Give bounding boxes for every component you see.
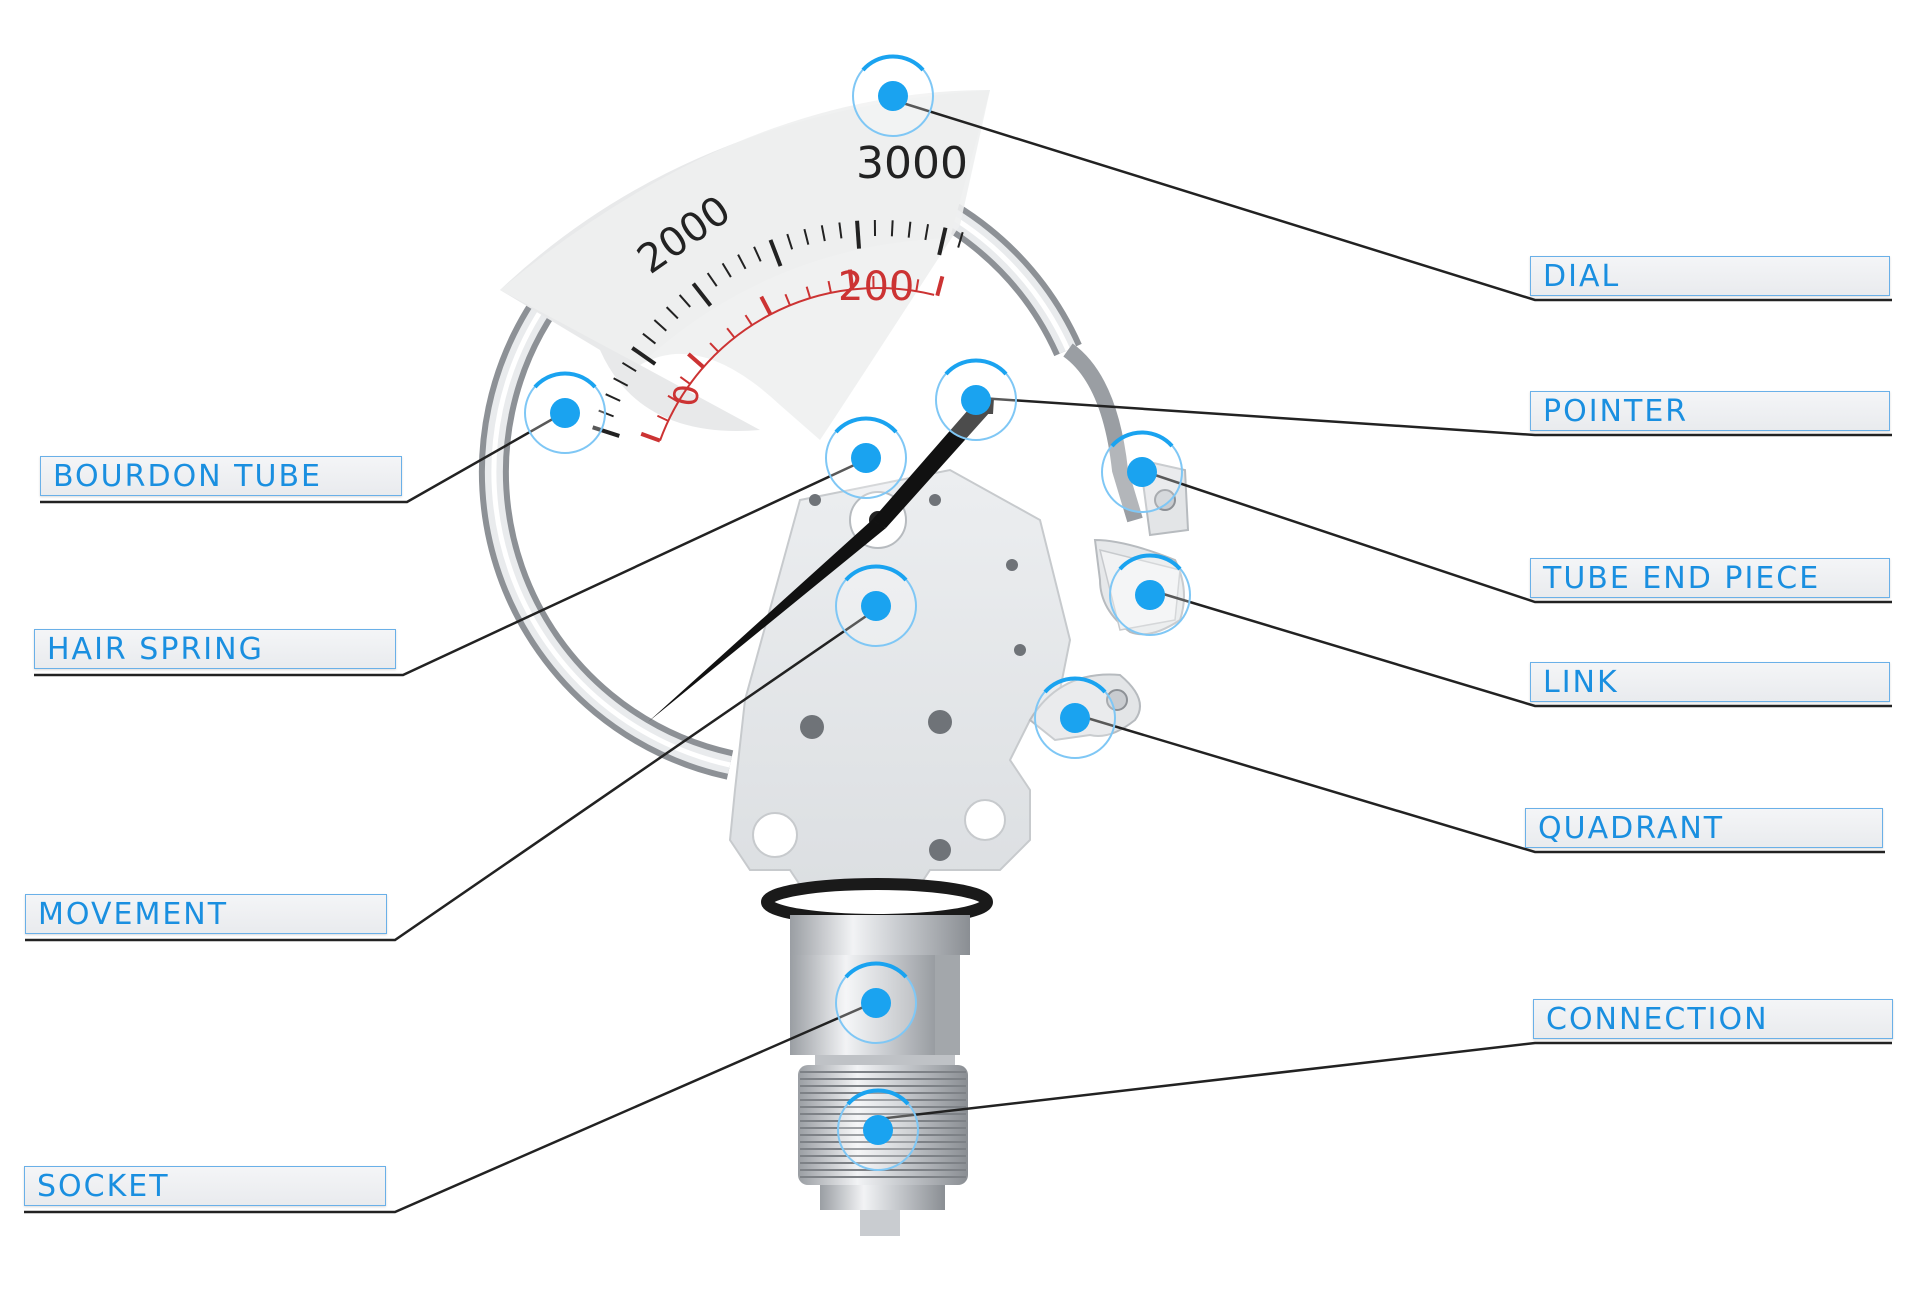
inner-tick — [667, 394, 679, 403]
inner-tick — [784, 293, 791, 306]
outer-tick — [653, 319, 667, 332]
inner-tick — [759, 295, 773, 316]
movement-plate — [728, 468, 1072, 886]
label-tube-end-piece-text: TUBE END PIECE — [1543, 560, 1821, 596]
marker-movement — [835, 564, 917, 647]
dial-tick-marks — [592, 220, 964, 443]
threaded-connection — [798, 1065, 968, 1236]
outer-tick — [907, 221, 912, 238]
leader-line-bourdon-tube — [40, 410, 566, 504]
outer-tick — [820, 225, 826, 242]
inner-tick — [656, 414, 669, 422]
marker-bourdon-tube — [524, 371, 606, 454]
outer-tick — [665, 306, 679, 320]
outer-tick — [621, 361, 637, 373]
inner-tick — [679, 376, 691, 385]
outer-tick — [803, 228, 810, 245]
outer-tick — [706, 272, 718, 287]
dial-scale-label-200: 200 — [838, 264, 914, 310]
label-bourdon-tube: BOURDON TUBE — [40, 456, 402, 496]
outer-tick — [737, 254, 747, 270]
label-movement: MOVEMENT — [25, 894, 387, 934]
gasket-ring — [761, 878, 993, 926]
leader-line-hair-spring — [34, 458, 866, 677]
marker-socket — [835, 961, 917, 1044]
outer-tick — [592, 425, 620, 438]
marker-hair-spring — [825, 416, 907, 499]
outer-tick — [598, 409, 614, 418]
outer-tick — [642, 332, 657, 345]
outer-tick — [838, 222, 843, 239]
outer-tick — [678, 294, 691, 308]
outer-tick — [768, 239, 783, 267]
inner-tick — [726, 327, 736, 339]
outer-tick — [937, 227, 948, 256]
marker-quadrant — [1034, 676, 1116, 759]
inner-tick — [893, 276, 897, 289]
outer-tick — [924, 224, 930, 241]
label-pointer-text: POINTER — [1543, 393, 1689, 429]
outer-tick — [786, 233, 794, 250]
outer-tick — [721, 262, 732, 278]
outer-tick — [631, 346, 657, 366]
leader-line-link — [1149, 588, 1892, 708]
inner-tick — [915, 279, 920, 292]
label-movement-text: MOVEMENT — [38, 896, 229, 932]
inner-tick — [744, 314, 753, 326]
leader-line-quadrant — [1076, 713, 1885, 854]
marker-dial — [852, 54, 934, 137]
inner-tick — [687, 352, 705, 369]
leader-lines — [24, 98, 1892, 1214]
label-hair-spring-text: HAIR SPRING — [47, 631, 264, 667]
dial-scale-label-3000: 3000 — [856, 138, 968, 189]
marker-connection — [837, 1088, 919, 1171]
dial-face — [500, 90, 990, 440]
outer-tick — [753, 246, 762, 262]
label-dial: DIAL — [1530, 256, 1890, 296]
callout-markers — [524, 54, 1191, 1171]
outer-tick — [613, 377, 629, 387]
inner-tick — [805, 286, 812, 299]
marker-tube-end-piece — [1101, 430, 1183, 513]
label-pointer: POINTER — [1530, 391, 1890, 431]
inner-tick — [640, 431, 661, 443]
leader-line-movement — [25, 608, 876, 942]
label-tube-end-piece: TUBE END PIECE — [1530, 558, 1890, 598]
label-hair-spring: HAIR SPRING — [34, 629, 396, 669]
inner-tick — [827, 280, 832, 294]
leader-line-pointer — [979, 396, 1892, 437]
leader-line-socket — [24, 1000, 876, 1214]
label-link-text: LINK — [1543, 664, 1619, 700]
label-link: LINK — [1530, 662, 1890, 702]
inner-tick — [847, 269, 855, 290]
outer-tick — [691, 282, 713, 307]
label-socket-text: SOCKET — [37, 1168, 170, 1204]
outer-tick — [605, 393, 621, 402]
leader-line-connection — [869, 1041, 1892, 1122]
outer-tick — [855, 220, 862, 249]
marker-pointer — [935, 358, 1017, 441]
leader-line-tube-end-piece — [1139, 468, 1892, 604]
inner-tick — [935, 275, 945, 297]
outer-tick — [890, 220, 894, 237]
label-connection: CONNECTION — [1533, 999, 1893, 1039]
label-socket: SOCKET — [24, 1166, 386, 1206]
label-quadrant: QUADRANT — [1525, 808, 1883, 848]
label-connection-text: CONNECTION — [1546, 1001, 1769, 1037]
leader-line-dial — [892, 98, 1892, 302]
label-bourdon-tube-text: BOURDON TUBE — [53, 458, 322, 494]
marker-link — [1109, 553, 1191, 636]
inner-tick — [709, 342, 720, 353]
label-dial-text: DIAL — [1543, 258, 1621, 294]
inner-scale-arc — [659, 287, 935, 441]
outer-tick — [957, 231, 964, 248]
label-quadrant-text: QUADRANT — [1538, 810, 1725, 846]
